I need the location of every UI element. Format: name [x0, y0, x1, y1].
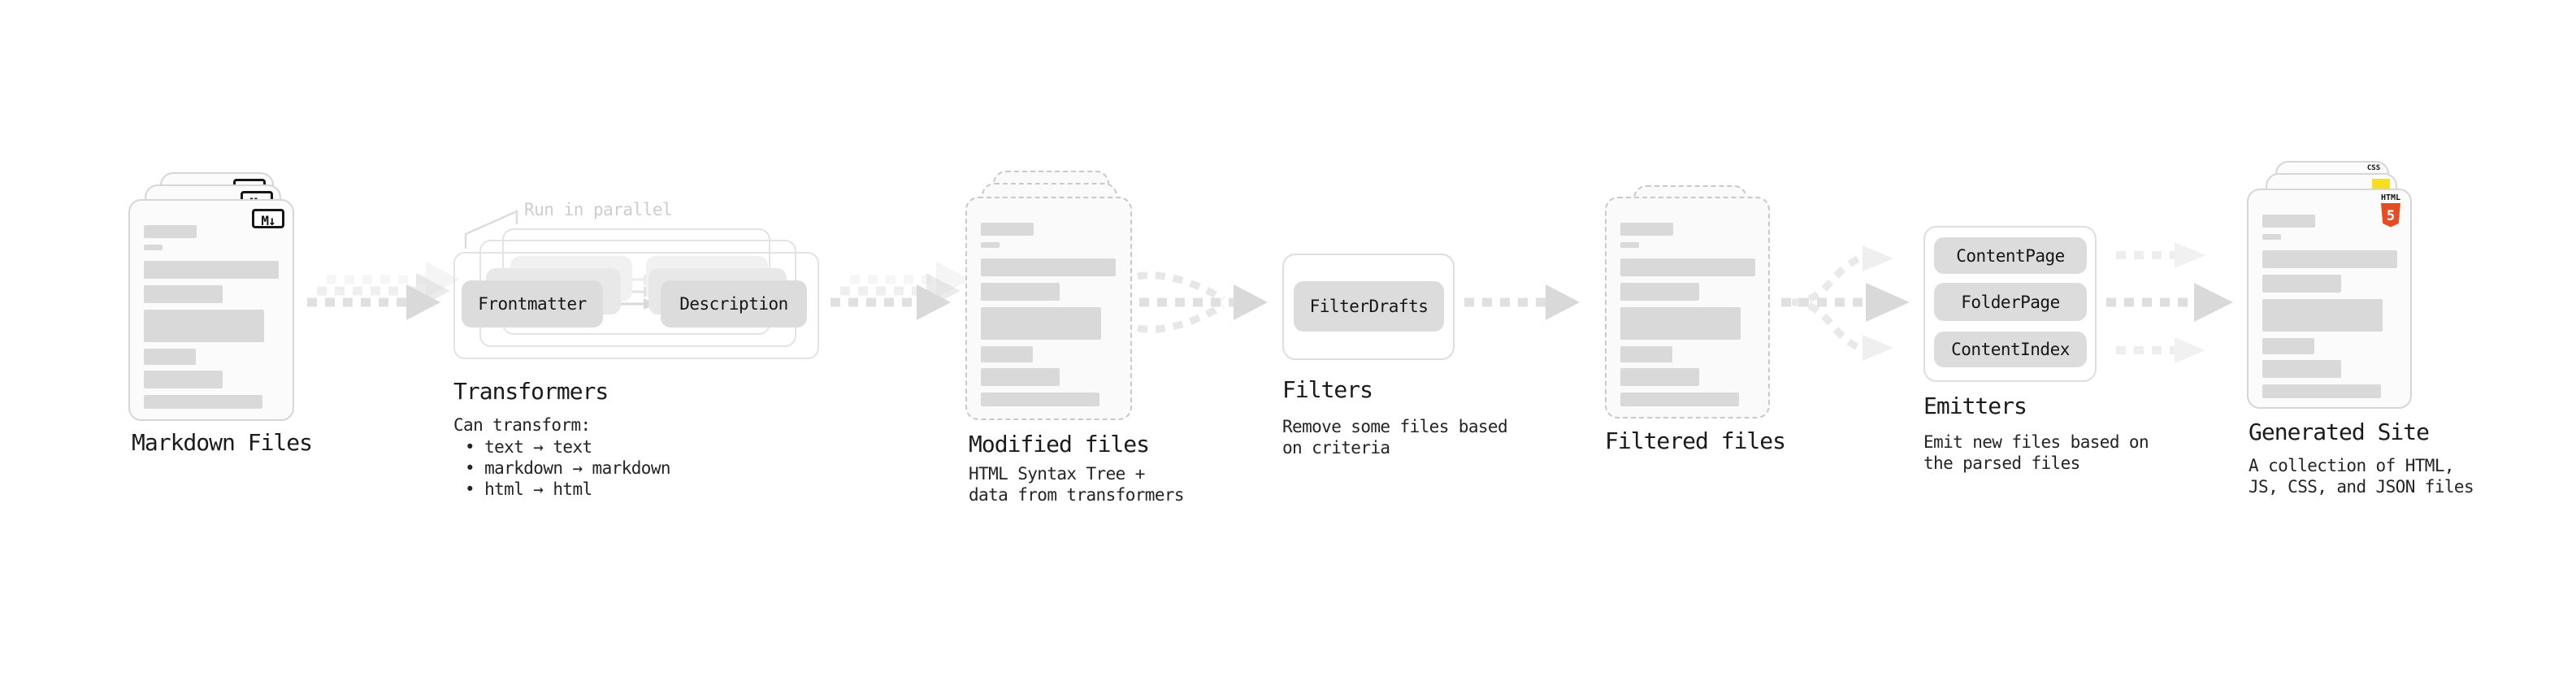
text-line-bar — [1620, 283, 1699, 301]
html5-icon: HTML 5 — [2379, 194, 2403, 228]
text-line-bar — [981, 346, 1033, 362]
text-line-bar — [981, 258, 1116, 276]
filter-pill-filterdrafts: FilterDrafts — [1294, 281, 1444, 332]
text-line-bar — [981, 307, 1101, 340]
text-line-bar — [144, 371, 223, 388]
text-line-bar — [1620, 368, 1699, 386]
stage-label-filtered-files: Filtered files — [1605, 427, 1786, 454]
text-line-bar — [1620, 393, 1739, 406]
stage-label-generated-site: Generated Site — [2249, 419, 2430, 445]
text-line-bar — [2262, 275, 2341, 293]
filtered-file-card — [1605, 197, 1770, 419]
text-line-bar — [2262, 338, 2314, 354]
stage-label-filters: Filters — [1282, 376, 1373, 403]
css-icon-label: CSS — [2366, 164, 2381, 172]
text-line-bar — [2262, 234, 2281, 240]
text-line-bar — [1620, 223, 1673, 236]
js-file-icon — [2372, 179, 2390, 189]
emitter-pill-contentpage: ContentPage — [1934, 237, 2087, 274]
text-line-bar — [144, 349, 196, 365]
modified-file-card — [965, 197, 1132, 420]
text-line-bar — [144, 395, 262, 409]
run-in-parallel-note: Run in parallel — [524, 200, 673, 219]
text-line-bar — [1620, 242, 1639, 248]
text-line-bar — [2262, 360, 2341, 378]
text-line-bar — [144, 261, 279, 279]
text-line-bar — [981, 393, 1099, 406]
stage-label-modified-files: Modified files — [969, 431, 1150, 458]
arrow-markdown-to-transformers — [307, 262, 460, 320]
transformer-box-front — [453, 252, 819, 359]
text-line-bar — [1620, 258, 1755, 276]
text-line-bar — [981, 283, 1060, 301]
transformer-pill-description: Description — [661, 280, 807, 327]
text-line-bar — [2262, 250, 2397, 268]
arrow-emitters-to-generated — [2106, 242, 2233, 363]
text-line-bar — [981, 368, 1060, 386]
svg-text:5: 5 — [2387, 208, 2395, 224]
emitter-pill-folderpage: FolderPage — [1934, 283, 2087, 321]
text-line-bar — [144, 245, 163, 250]
text-line-bar — [144, 225, 197, 238]
markdown-file-card: M↓ — [128, 199, 294, 421]
html5-shield: 5 — [2381, 203, 2400, 228]
stage-label-markdown-files: Markdown Files — [132, 429, 313, 456]
markdown-icon: M↓ — [252, 209, 284, 228]
arrow-filtered-to-emitters — [1781, 245, 1910, 361]
emitter-pill-contentindex: ContentIndex — [1934, 332, 2087, 367]
stage-desc-filters: Remove some files based on criteria — [1282, 417, 1508, 458]
run-in-parallel-connector — [464, 210, 518, 249]
text-line-bar — [144, 285, 223, 303]
text-line-bar — [2262, 215, 2315, 228]
arrow-transformers-to-modified — [830, 262, 970, 320]
text-line-bar — [1620, 307, 1741, 340]
arrow-filters-to-filtered — [1464, 284, 1580, 320]
transformer-pill-frontmatter: Frontmatter — [462, 280, 603, 327]
text-line-bar — [2262, 384, 2381, 398]
generated-file-card: HTML 5 — [2247, 189, 2412, 409]
text-line-bar — [981, 223, 1034, 236]
stage-desc-emitters: Emit new files based on the parsed files — [1923, 432, 2149, 473]
stage-desc-modified-files: HTML Syntax Tree + data from transformer… — [969, 464, 1185, 505]
stage-desc-transformers: Can transform: — [453, 415, 591, 435]
text-line-bar — [1620, 346, 1672, 362]
stage-label-emitters: Emitters — [1923, 393, 2027, 419]
html5-icon-label: HTML — [2380, 193, 2401, 202]
transformers-bullet-list: • text → text • markdown → markdown • ht… — [465, 437, 671, 499]
text-line-bar — [2262, 299, 2383, 332]
text-line-bar — [981, 242, 1000, 248]
stage-label-transformers: Transformers — [453, 378, 609, 405]
arrow-modified-to-filters — [1137, 271, 1268, 333]
text-line-bar — [144, 310, 264, 342]
stage-desc-generated-site: A collection of HTML, JS, CSS, and JSON … — [2249, 456, 2474, 497]
